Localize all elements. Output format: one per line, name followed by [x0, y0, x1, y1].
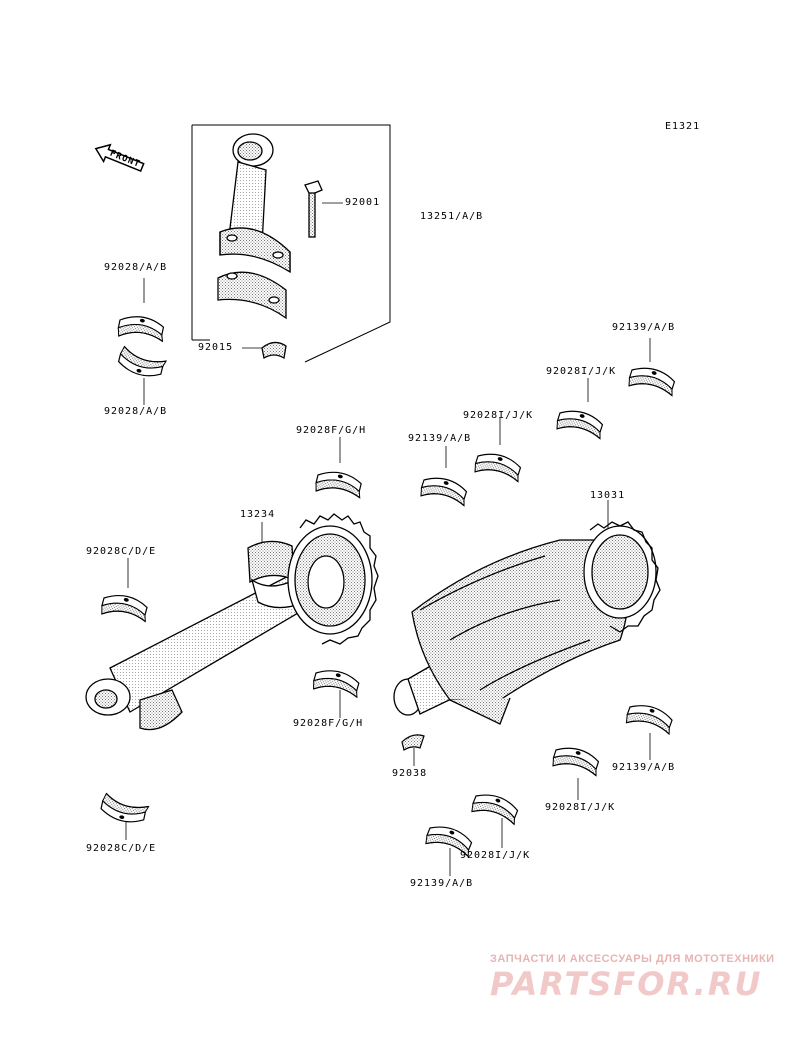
diagram-code: E1321	[665, 121, 701, 132]
part-label-92038[interactable]: 92038	[392, 768, 428, 779]
part-label-92028ijk-2[interactable]: 92028I/J/K	[463, 410, 534, 421]
part-label-92028ab-bottom[interactable]: 92028/A/B	[104, 406, 168, 417]
front-direction-arrow: FRONT	[90, 138, 148, 179]
part-label-92001[interactable]: 92001	[345, 197, 381, 208]
bearing-shell-92028ijk-2	[472, 448, 525, 487]
part-label-92139ab-4[interactable]: 92139/A/B	[410, 878, 474, 889]
part-label-92139ab-2[interactable]: 92139/A/B	[408, 433, 472, 444]
part-label-92028fgh-bottom[interactable]: 92028F/G/H	[293, 718, 364, 729]
part-label-92028fgh-top[interactable]: 92028F/G/H	[296, 425, 367, 436]
conrod-frame	[191, 124, 391, 363]
part-label-92028ijk-1[interactable]: 92028I/J/K	[546, 366, 617, 377]
bearing-shell-92139ab-1	[626, 362, 679, 401]
part-label-92028ab-top[interactable]: 92028/A/B	[104, 262, 168, 273]
bearing-shell-92028ab-lower	[116, 345, 168, 381]
part-label-13031[interactable]: 13031	[590, 490, 626, 501]
connecting-rod	[217, 133, 323, 360]
balancer-shaft	[85, 513, 379, 731]
bearing-shell-92028ijk-4	[469, 788, 523, 829]
bearing-shell-92139ab-2	[418, 472, 471, 511]
bearing-shell-92028ijk-1	[554, 405, 607, 444]
bearing-shell-92028ab-upper	[116, 312, 168, 346]
part-label-92028cde-bottom[interactable]: 92028C/D/E	[86, 843, 157, 854]
part-label-92015[interactable]: 92015	[198, 342, 234, 353]
part-label-92028ijk-3[interactable]: 92028I/J/K	[545, 802, 616, 813]
bearing-shell-92028fgh-upper	[313, 467, 366, 503]
watermark-tagline: ЗАПЧАСТИ И АКСЕССУАРЫ ДЛЯ МОТОТЕХНИКИ	[490, 953, 775, 965]
leader-lines	[125, 202, 651, 876]
woodruff-key-92038	[401, 734, 425, 751]
part-label-13251[interactable]: 13251/A/B	[420, 211, 484, 222]
part-label-92139ab-3[interactable]: 92139/A/B	[612, 762, 676, 773]
bearing-shell-92028ijk-3	[550, 742, 603, 781]
crankshaft	[393, 521, 661, 725]
bearing-shell-92028cde-lower	[98, 792, 151, 827]
part-label-92028ijk-4[interactable]: 92028I/J/K	[460, 850, 531, 861]
bearing-shell-92028cde-upper	[99, 590, 151, 626]
part-label-13234[interactable]: 13234	[240, 509, 276, 520]
bearing-shell-92028fgh-lower	[310, 665, 363, 702]
part-label-92139ab-1[interactable]: 92139/A/B	[612, 322, 676, 333]
bearing-shell-92139ab-3	[623, 699, 677, 739]
watermark-logo: PARTSFOR.RU	[490, 965, 763, 1003]
part-label-92028cde-top[interactable]: 92028C/D/E	[86, 546, 157, 557]
